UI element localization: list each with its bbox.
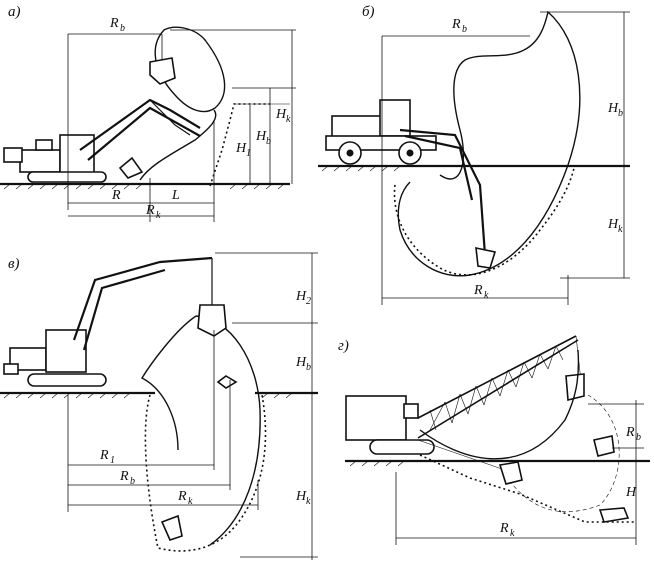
svg-text:R: R <box>177 489 187 504</box>
panel-b-excavator <box>325 99 497 269</box>
svg-text:1: 1 <box>110 455 115 466</box>
svg-text:H: H <box>607 217 619 232</box>
svg-text:k: k <box>156 210 161 221</box>
panel-b-dimensions <box>381 11 630 305</box>
label-h1: H <box>235 141 247 156</box>
panel-g-bucket-low <box>498 461 523 485</box>
panel-g-excavator <box>345 335 585 455</box>
panel-v-excavator <box>3 256 238 541</box>
panel-g-ground <box>345 459 650 467</box>
panel-v-digging-envelope <box>195 315 261 546</box>
panel-b-labels: R b H b H k R k <box>451 17 623 301</box>
svg-text:H: H <box>295 289 307 304</box>
svg-text:H: H <box>607 101 619 116</box>
label-rb: R <box>109 16 119 31</box>
panel-a: а) <box>0 4 296 222</box>
svg-text:H: H <box>295 489 307 504</box>
svg-text:R: R <box>451 17 461 32</box>
panel-a-labels: R b R L R k H 1 H b H k <box>109 16 291 221</box>
svg-text:k: k <box>510 528 515 539</box>
panel-a-bench-face <box>209 103 270 187</box>
svg-text:R: R <box>119 469 129 484</box>
label-r: R <box>111 188 121 203</box>
panel-b-ground <box>318 164 630 172</box>
panel-a-label: а) <box>8 4 21 20</box>
svg-text:b: b <box>120 23 125 34</box>
panel-a-bucket-top <box>149 57 176 85</box>
panel-a-dimensions <box>67 29 296 222</box>
panel-v-ground <box>0 391 318 399</box>
panel-b: б) <box>318 4 630 305</box>
svg-text:b: b <box>618 108 623 119</box>
panel-v-label: в) <box>8 256 20 272</box>
panel-g-slope <box>419 454 636 523</box>
panel-g-rope <box>417 439 506 471</box>
panel-b-dumping-curve <box>439 49 525 180</box>
label-rk: R <box>145 203 155 218</box>
panel-b-trench <box>393 167 575 276</box>
label-hb: H <box>255 129 267 144</box>
svg-text:R: R <box>473 283 483 298</box>
panel-v-pit <box>144 394 267 552</box>
svg-text:1: 1 <box>246 148 251 159</box>
panel-a-bucket-path <box>139 109 217 181</box>
label-l: L <box>171 188 180 203</box>
svg-text:2: 2 <box>306 296 311 307</box>
svg-text:b: b <box>306 362 311 373</box>
panel-v-dimensions <box>67 252 318 560</box>
svg-text:R: R <box>99 448 109 463</box>
panel-g-drag-path <box>504 394 620 512</box>
panel-v-labels: H 2 H b H k R 1 R b R k <box>99 289 311 507</box>
panel-g-bucket-path <box>419 349 580 460</box>
panel-b-label: б) <box>362 4 375 20</box>
panel-v: в) <box>0 252 318 560</box>
svg-text:b: b <box>266 136 271 147</box>
svg-text:k: k <box>484 290 489 301</box>
svg-text:b: b <box>130 476 135 487</box>
svg-text:H: H <box>295 355 307 370</box>
panel-a-ground <box>0 182 290 190</box>
svg-text:R: R <box>625 425 635 440</box>
svg-text:k: k <box>188 496 193 507</box>
svg-text:k: k <box>618 224 623 235</box>
panel-v-inner-curve <box>141 315 197 451</box>
svg-text:b: b <box>462 24 467 35</box>
svg-text:b: b <box>636 432 641 443</box>
panel-a-excavator <box>3 98 201 183</box>
label-hk: H <box>275 107 287 122</box>
panel-g-dimensions <box>395 400 644 545</box>
panel-g-bucket-mid <box>593 435 615 457</box>
panel-g-label: г) <box>338 338 349 354</box>
svg-text:H: H <box>625 485 637 500</box>
svg-text:k: k <box>286 114 291 125</box>
panel-a-bucket-bottom <box>118 156 144 179</box>
svg-text:k: k <box>306 496 311 507</box>
panel-g: г) <box>338 335 650 545</box>
svg-text:R: R <box>499 521 509 536</box>
panel-g-labels: R b H R k <box>499 425 641 539</box>
panel-g-bucket-end <box>598 507 630 523</box>
